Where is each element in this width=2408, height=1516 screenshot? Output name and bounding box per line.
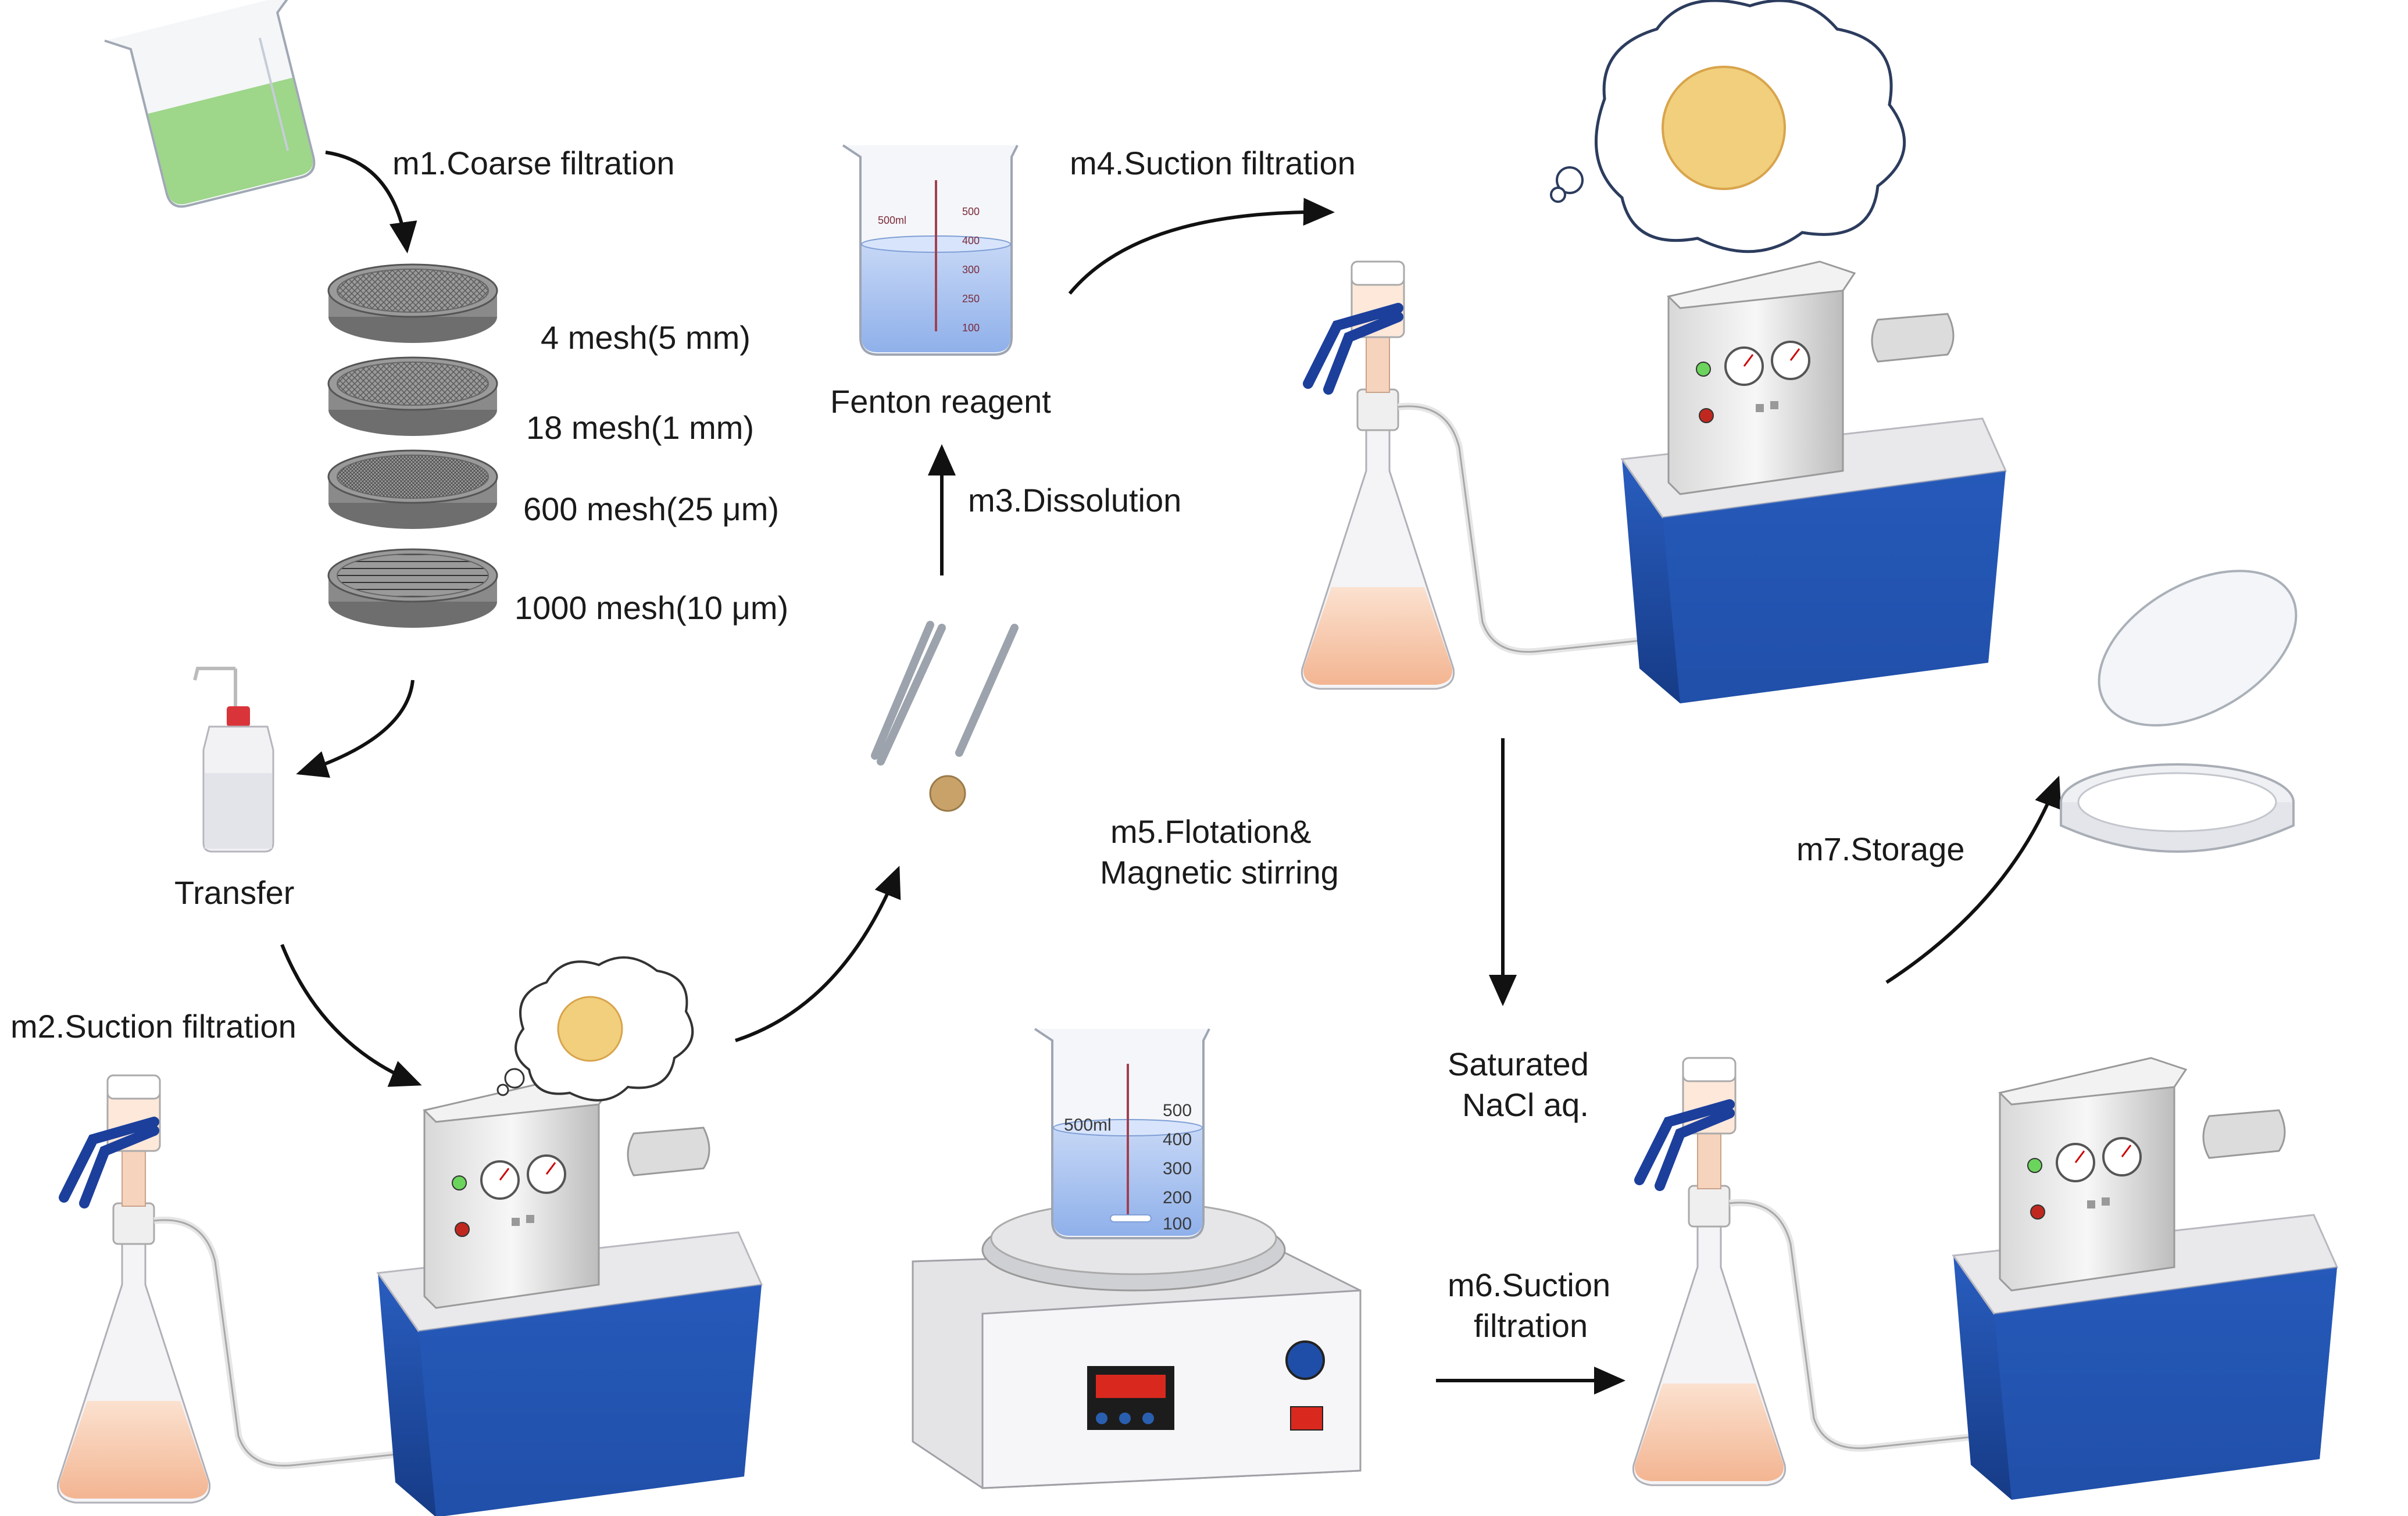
fenton-tick-2: 400 bbox=[962, 235, 980, 246]
step-m6-label-line1: m6.Suction bbox=[1448, 1267, 1610, 1303]
sieve-label-4-mesh: 4 mesh(5 mm) bbox=[541, 319, 751, 356]
filter-paper-thought-bubble-m4 bbox=[1550, 0, 1906, 253]
nacl-label-line2: NaCl aq. bbox=[1462, 1086, 1589, 1123]
petri-dish-icon bbox=[2060, 570, 2298, 853]
stirrer-beaker-icon: 500ml 500 400 300 200 100 bbox=[1034, 1028, 1210, 1239]
sieve-label-18-mesh: 18 mesh(1 mm) bbox=[526, 409, 754, 446]
fenton-tick-3: 300 bbox=[962, 264, 980, 276]
suction-unit-m6 bbox=[1633, 1058, 2337, 1500]
filter-paper-thought-bubble-m2 bbox=[496, 956, 694, 1102]
fenton-tick-5: 100 bbox=[962, 322, 980, 334]
step-m4-label: m4.Suction filtration bbox=[1070, 145, 1356, 181]
fenton-reagent-label: Fenton reagent bbox=[830, 383, 1051, 420]
fenton-beaker-icon: 500ml 500 400 300 250 100 bbox=[842, 144, 1019, 356]
green-beaker-icon bbox=[104, 0, 316, 208]
fenton-tick-1: 500 bbox=[962, 206, 980, 217]
step-m3-label: m3.Dissolution bbox=[968, 482, 1181, 519]
arrow-m2 bbox=[280, 943, 422, 1087]
stirrer-beaker-volume: 500ml bbox=[1064, 1115, 1112, 1135]
stirrer-tick-2: 400 bbox=[1163, 1130, 1192, 1149]
magnetic-stirrer-icon bbox=[912, 1201, 1362, 1489]
sieve-18-mesh bbox=[327, 356, 498, 436]
sieve-label-600-mesh: 600 mesh(25 μm) bbox=[523, 491, 779, 527]
stirrer-tick-4: 200 bbox=[1163, 1188, 1192, 1207]
step-m1-label: m1.Coarse filtration bbox=[392, 145, 675, 181]
sieve-label-1000-mesh: 1000 mesh(10 μm) bbox=[515, 589, 788, 626]
suction-unit-m2 bbox=[58, 1075, 762, 1516]
fenton-tick-4: 250 bbox=[962, 293, 980, 305]
arrow-m7 bbox=[1885, 775, 2062, 984]
sieve-1000-mesh bbox=[327, 548, 498, 628]
step-m5-label-line1: m5.Flotation& bbox=[1110, 813, 1312, 850]
arrow-m4 bbox=[1068, 198, 1335, 295]
step-m5-label-line2: Magnetic stirring bbox=[1100, 854, 1339, 891]
stirrer-tick-5: 100 bbox=[1163, 1214, 1192, 1233]
step-m6-label-line2: filtration bbox=[1474, 1307, 1588, 1344]
step-m7-label: m7.Storage bbox=[1796, 831, 1965, 867]
arrow-to-transfer bbox=[296, 680, 415, 778]
fenton-beaker-volume: 500ml bbox=[878, 214, 906, 226]
sieve-600-mesh bbox=[327, 449, 498, 529]
arrow-to-tweezers bbox=[735, 866, 901, 1042]
stirrer-tick-3: 300 bbox=[1163, 1159, 1192, 1178]
arrow-m1 bbox=[325, 151, 417, 253]
transfer-label: Transfer bbox=[174, 874, 294, 911]
sieve-4-mesh bbox=[327, 263, 498, 343]
suction-unit-m4 bbox=[1302, 262, 2006, 703]
stirrer-tick-1: 500 bbox=[1163, 1101, 1192, 1120]
wash-bottle-icon bbox=[193, 667, 274, 853]
nacl-label-line1: Saturated bbox=[1448, 1046, 1589, 1082]
step-m2-label: m2.Suction filtration bbox=[10, 1008, 296, 1045]
tweezers-icon bbox=[871, 621, 1019, 812]
